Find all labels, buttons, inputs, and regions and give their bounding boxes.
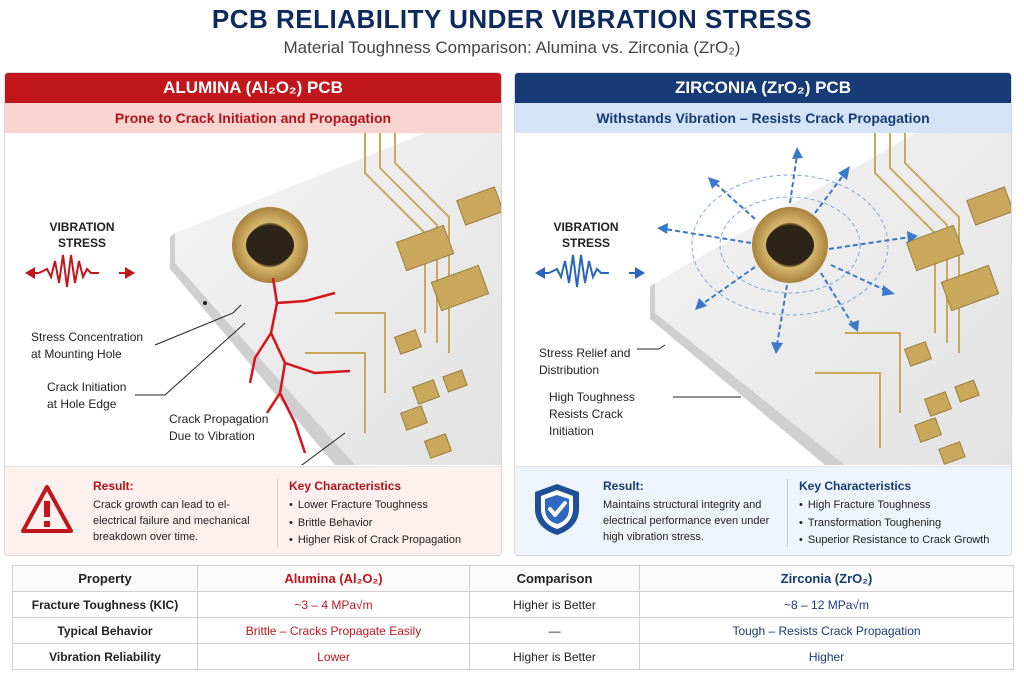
alumina-kc-title: Key Characteristics: [289, 479, 402, 493]
zirconia-panel: ZIRCONIA (ZrO₂) PCB Withstands Vibration…: [514, 72, 1012, 556]
solder-pads: [393, 186, 501, 459]
arrowheads: [657, 147, 918, 354]
zirconia-result-text: Maintains structural integrity and elect…: [603, 499, 770, 543]
table-cell: Lower: [197, 643, 470, 670]
list-item: Lower Fracture Toughness: [289, 497, 461, 515]
table-cell: ~8 – 12 MPa√m: [639, 591, 1014, 618]
list-item: Superior Resistance to Crack Growth: [799, 532, 990, 550]
table-cell: Higher is Better: [469, 643, 640, 670]
header-alumina: Alumina (Al₂O₂): [197, 565, 470, 592]
crack-initiation-label: Crack Initiation at Hole Edge: [47, 380, 127, 411]
header-zirconia: Zirconia (ZrO₂): [639, 565, 1014, 592]
board-surface: [655, 133, 1011, 465]
divider: [787, 479, 788, 547]
table-cell: Typical Behavior: [12, 617, 198, 644]
crack-propagation-label: Crack Propagation Due to Vibration: [169, 412, 269, 443]
divider: [277, 479, 278, 547]
table-row: Fracture Toughness (KIC) ~3 – 4 MPa√m Hi…: [12, 591, 1014, 618]
label-leaders: [135, 304, 346, 465]
table-header-row: Property Alumina (Al₂O₂) Comparison Zirc…: [12, 565, 1014, 592]
stress-distribution-rings: [691, 174, 889, 316]
table-row: Typical Behavior Brittle – Cracks Propag…: [12, 617, 1014, 644]
vibration-wave-icon: [535, 254, 645, 288]
table-row: Vibration Reliability Lower Higher is Be…: [12, 643, 1014, 670]
warning-triangle-icon: [21, 485, 73, 533]
table-cell: Tough – Resists Crack Propagation: [639, 617, 1014, 644]
alumina-result-text: Crack growth can lead to el- electrical …: [93, 499, 250, 543]
stress-relief-arrows: [664, 154, 911, 346]
solder-pads: [903, 186, 1011, 465]
table-cell: Brittle – Cracks Propagate Easily: [197, 617, 470, 644]
zirconia-kc-list: High Fracture Toughness Transformation T…: [799, 497, 990, 550]
header-property: Property: [12, 565, 198, 592]
alumina-panel-subtitle: Prone to Crack Initiation and Propagatio…: [5, 103, 501, 133]
shield-check-icon: [535, 484, 579, 535]
table-cell: ~3 – 4 MPa√m: [197, 591, 470, 618]
vibration-wave-icon: [25, 254, 135, 288]
alumina-panel-title: ALUMINA (Al₂O₂) PCB: [5, 73, 501, 103]
stress-concentration-label: Stress Concentration at Mounting Hole: [31, 330, 144, 361]
alumina-kc-list: Lower Fracture Toughness Brittle Behavio…: [289, 497, 461, 550]
table-cell: Fracture Toughness (KIC): [12, 591, 198, 618]
list-item: Transformation Toughening: [799, 515, 989, 533]
high-toughness-label-text: High Toughness Resists Crack Initiation: [549, 390, 635, 438]
alumina-panel: ALUMINA (Al₂O₂) PCB Prone to Crack Initi…: [4, 72, 502, 556]
header-comparison: Comparison: [469, 565, 640, 592]
zirconia-panel-title: ZIRCONIA (ZrO₂) PCB: [515, 73, 1011, 103]
table-cell: Higher is Better: [469, 591, 640, 618]
alumina-diagram: VIBRATION STRESS Stress Concentration at…: [5, 133, 501, 465]
list-item: Higher Risk of Crack Propagation: [289, 532, 461, 550]
page-subtitle: Material Toughness Comparison: Alumina v…: [283, 38, 741, 57]
alumina-result-box: Result: Crack growth can lead to el- ele…: [5, 466, 501, 555]
comparison-table: Property Alumina (Al₂O₂) Comparison Zirc…: [12, 565, 1014, 670]
table-cell: Vibration Reliability: [12, 643, 198, 670]
zirconia-result-title: Result:: [603, 479, 644, 493]
zirconia-panel-subtitle: Withstands Vibration – Resists Crack Pro…: [515, 103, 1011, 133]
alumina-board-illustration: [25, 133, 501, 465]
table-cell: —: [469, 617, 640, 644]
crack-lines: [248, 277, 351, 454]
zirconia-result-box: Result: Maintains structural integrity a…: [515, 466, 1011, 555]
table-cell: Higher: [639, 643, 1014, 670]
stress-relief-label: Stress Relief and Distribution: [539, 346, 631, 377]
label-leaders: [637, 344, 741, 398]
alumina-vibration-label: VIBRATION STRESS: [49, 220, 115, 250]
list-item: High Fracture Toughness: [799, 497, 989, 515]
alumina-result-title: Result:: [93, 479, 134, 493]
zirconia-board-illustration: [535, 133, 1011, 465]
zirconia-diagram: VIBRATION STRESS Stress Relief and Distr…: [515, 133, 1011, 465]
page-title: PCB RELIABILITY UNDER VIBRATION STRESS: [211, 4, 813, 34]
zirconia-kc-title: Key Characteristics: [799, 479, 912, 493]
list-item: Brittle Behavior: [289, 515, 461, 533]
zirconia-vibration-label: VIBRATION STRESS: [553, 220, 619, 250]
